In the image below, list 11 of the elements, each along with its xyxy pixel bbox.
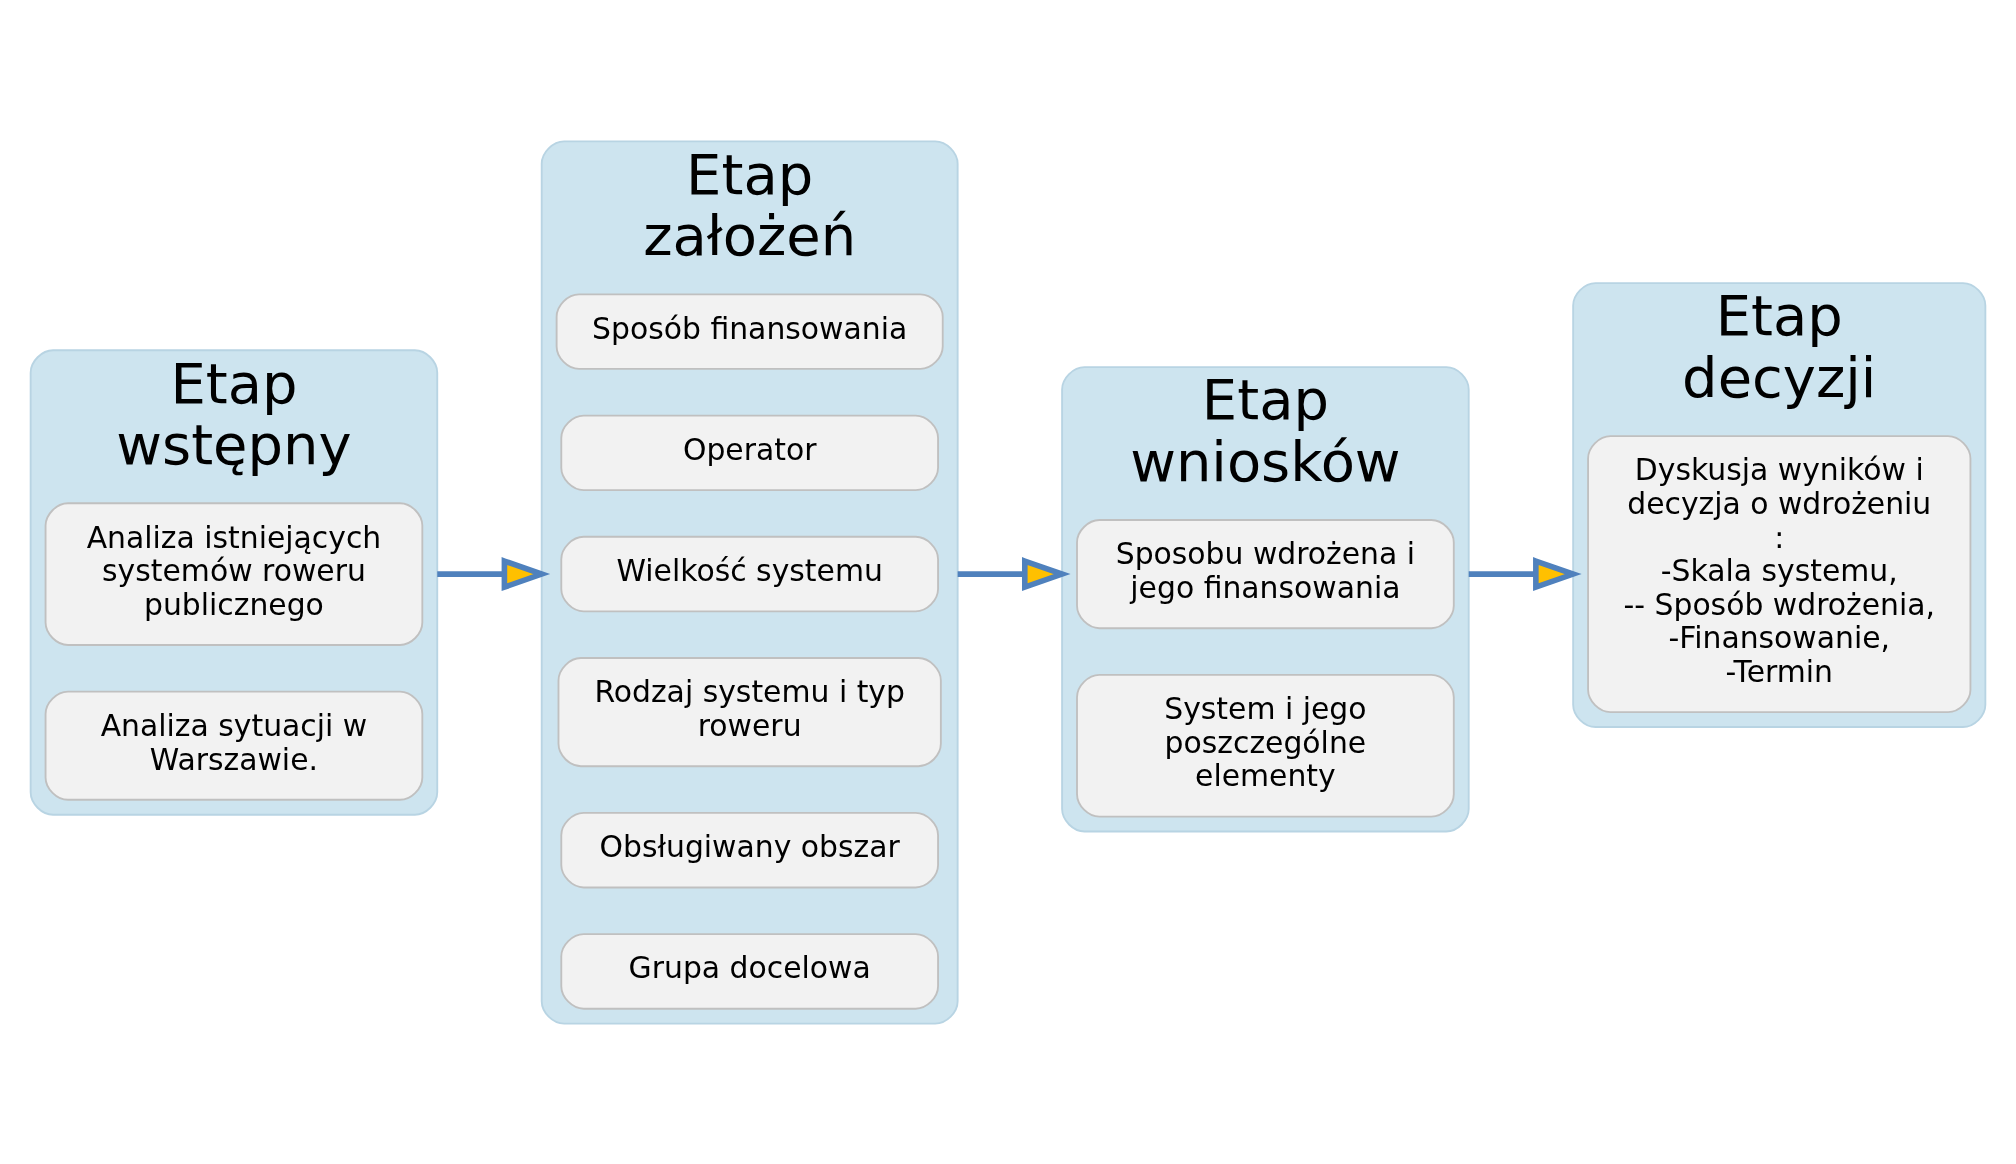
node-box: Dyskusja wyników i decyzja o wdrożeniu : -Skala systemu, -- Sposób wdrożenia, -Finansowanie, -Termin <box>1587 434 1972 713</box>
node-box: Operator <box>560 414 939 491</box>
node-box: Analiza istniejących systemów roweru publicznego <box>44 501 424 646</box>
node-box: Sposobu wdrożena i jego finansowania <box>1076 518 1455 629</box>
node-box: Rodzaj systemu i typ roweru <box>557 656 942 767</box>
node-box: Sposób finansowania <box>555 292 944 370</box>
node-box: Wielkość systemu <box>560 535 939 612</box>
node-box: Grupa docelowa <box>560 932 939 1010</box>
node-box: Obsługiwany obszar <box>560 811 939 888</box>
node-box: System i jego poszczególne elementy <box>1076 673 1455 817</box>
node-box: Analiza sytuacji w Warszawie. <box>44 690 424 801</box>
